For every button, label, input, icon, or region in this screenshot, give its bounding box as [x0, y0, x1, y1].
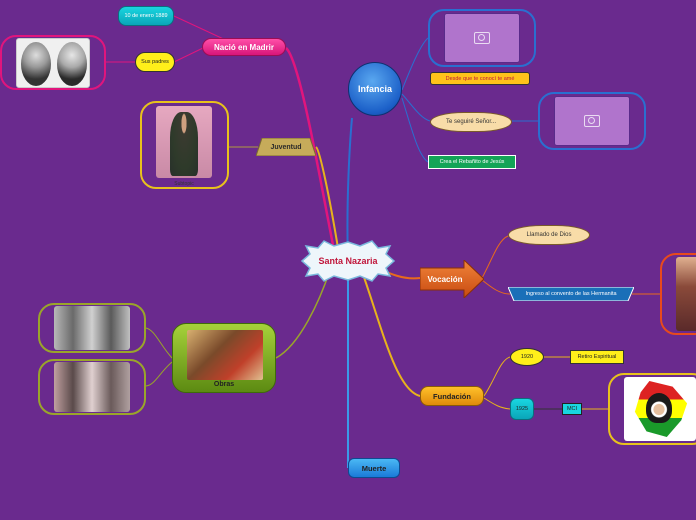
obras-photo-2[interactable]: [54, 362, 130, 412]
camera-icon: [584, 115, 600, 127]
central-node-shape: [300, 240, 396, 282]
obras-photo-frame-1: [38, 303, 146, 353]
vocacion-banner-shape: [508, 287, 634, 301]
mci-node[interactable]: MCI: [562, 403, 582, 415]
infancia-cloud[interactable]: Te seguiré Señor...: [430, 112, 512, 132]
young-woman-portrait: [170, 112, 198, 176]
link-fundacion: [359, 265, 421, 397]
mci-photo-frame: [608, 373, 696, 445]
obras-photo-1[interactable]: [54, 306, 130, 350]
link-nacio: [285, 47, 336, 251]
mother-portrait: [57, 42, 87, 86]
infancia-photo-frame-2: [538, 92, 646, 150]
infancia-caption-top[interactable]: Desde que te conocí te amé: [430, 72, 530, 85]
juventud-photo[interactable]: [156, 106, 212, 178]
infancia-photo-frame-1: [428, 9, 536, 67]
year-1920-node[interactable]: 1920: [510, 348, 544, 366]
muerte-node[interactable]: Muerte: [348, 458, 400, 478]
retiro-node[interactable]: Retiro Espiritual: [570, 350, 624, 364]
link-juventud: [315, 146, 339, 249]
nun-portrait: [646, 393, 672, 423]
juventud-photo-frame: [140, 101, 229, 189]
juventud-node-shape: [256, 138, 316, 156]
infancia-green-box[interactable]: Crea el Rebañito de Jesús: [428, 155, 516, 169]
juventud-photo-caption: Subtopic: [174, 181, 194, 187]
year-1925-node[interactable]: 1925: [510, 398, 534, 420]
vocacion-node-shape: [420, 260, 484, 298]
vocacion-photo-frame: [660, 253, 696, 335]
obras-node[interactable]: Obras: [172, 323, 276, 393]
obras-photo: [187, 330, 263, 380]
photo-placeholder-1[interactable]: [444, 13, 520, 63]
nacio-node[interactable]: Nació en Madrir: [202, 38, 286, 56]
link-obras: [275, 269, 331, 359]
parents-photo-frame: [0, 35, 106, 90]
photo-placeholder-2[interactable]: [554, 96, 630, 146]
parents-photo[interactable]: [16, 38, 90, 88]
birth-date-node[interactable]: 10 de enero 1889: [118, 6, 174, 26]
vocacion-cloud[interactable]: Llamado de Dios: [508, 225, 590, 245]
obras-label: Obras: [213, 381, 235, 388]
mci-photo[interactable]: [624, 377, 696, 441]
link-infancia: [346, 117, 353, 263]
vocacion-node[interactable]: Vocación: [427, 274, 463, 284]
parents-node[interactable]: Sus padres: [135, 52, 175, 72]
obras-photo-frame-2: [38, 359, 146, 415]
camera-icon: [474, 32, 490, 44]
juventud-node[interactable]: Juventud: [270, 143, 302, 151]
vocacion-photo[interactable]: [676, 257, 696, 331]
infancia-node[interactable]: Infancia: [348, 62, 402, 116]
father-portrait: [21, 42, 51, 86]
fundacion-node[interactable]: Fundación: [420, 386, 484, 406]
central-node[interactable]: Santa Nazaria: [318, 256, 378, 266]
vocacion-banner[interactable]: Ingreso al convento de las Hermanita: [525, 291, 617, 297]
